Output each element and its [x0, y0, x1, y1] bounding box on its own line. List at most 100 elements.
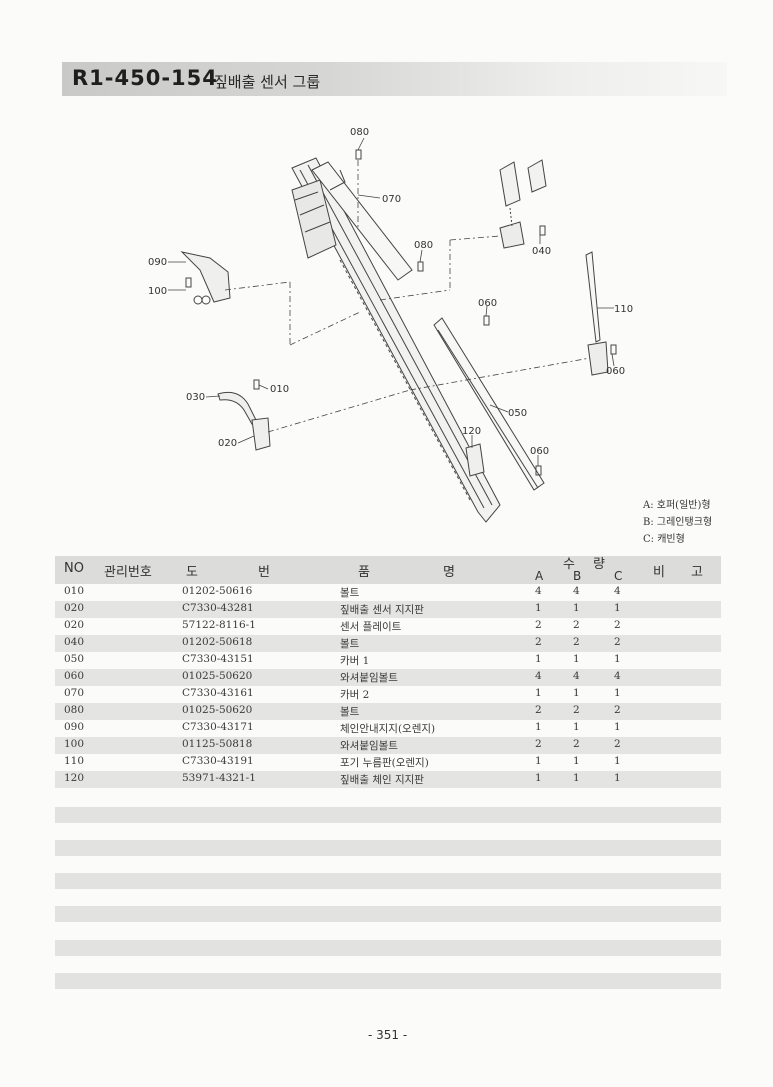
header-remarks: 비	[653, 565, 665, 580]
cell-no: 110	[64, 755, 85, 767]
cell-name: 와셔붙임볼트	[340, 672, 398, 684]
cell-b: 1	[573, 687, 580, 699]
callout-label: 070	[382, 194, 401, 205]
header-item-name: 명	[443, 565, 455, 580]
cell-part: 53971-4321-1	[182, 772, 256, 784]
cell-b: 4	[573, 670, 580, 682]
cell-name: 와셔붙임볼트	[340, 740, 398, 752]
cell-name: 짚배출 체인 지지판	[340, 774, 424, 786]
legend-item: C: 캐빈형	[643, 534, 685, 545]
cell-c: 2	[614, 636, 621, 648]
blank-row-band	[55, 973, 721, 989]
blank-row-band	[55, 807, 721, 823]
callout-label: 020	[218, 438, 237, 449]
cell-part: 01025-50620	[182, 704, 253, 716]
callout-label: 010	[270, 384, 289, 395]
cell-part: C7330-43281	[182, 602, 254, 614]
cell-a: 4	[535, 670, 542, 682]
header-drawing: 번	[258, 565, 270, 580]
cell-no: 040	[64, 636, 85, 648]
callout-label: 060	[530, 446, 549, 457]
cell-name: 짚배출 센서 지지판	[340, 604, 424, 616]
cell-no: 060	[64, 670, 85, 682]
cell-a: 1	[535, 721, 542, 733]
cell-c: 2	[614, 704, 621, 716]
header-quantity: 량	[593, 557, 605, 572]
cell-b: 2	[573, 636, 580, 648]
cell-part: 01202-50616	[182, 585, 253, 597]
group-name: 짚배출 센서 그룹	[214, 73, 321, 91]
table-header: NO 관리번호 도 번 품 명 수 량 A B C 비 고	[55, 556, 721, 584]
cell-c: 4	[614, 670, 621, 682]
cell-no: 100	[64, 738, 85, 750]
cell-c: 1	[614, 755, 621, 767]
cell-c: 2	[614, 738, 621, 750]
cell-b: 2	[573, 704, 580, 716]
cell-b: 1	[573, 721, 580, 733]
cell-a: 2	[535, 704, 542, 716]
cell-name: 볼트	[340, 587, 360, 599]
cell-b: 1	[573, 602, 580, 614]
callout-label: 110	[614, 304, 633, 315]
callout-labels: 080 070 080 040 090 100 060 110 060 010 …	[148, 127, 633, 457]
header-drawing: 도	[186, 565, 198, 580]
guide-030	[217, 391, 257, 425]
legend-item: A: 호퍼(일반)형	[643, 500, 711, 511]
callout-label: 030	[186, 392, 205, 403]
plate-120	[465, 443, 485, 477]
callout-label: 060	[606, 366, 625, 377]
cell-a: 1	[535, 687, 542, 699]
cell-no: 010	[64, 585, 85, 597]
page-number: - 351 -	[368, 1028, 408, 1042]
blank-row-band	[55, 906, 721, 922]
table-row: 100 01125-50818 와셔붙임볼트 2 2 2	[55, 737, 721, 754]
cell-no: 070	[64, 687, 85, 699]
cell-name: 볼트	[340, 706, 360, 718]
cell-c: 1	[614, 653, 621, 665]
cell-part: C7330-43171	[182, 721, 254, 733]
cell-c: 1	[614, 687, 621, 699]
exploded-parts-diagram: 080 070 080 040 090 100 060 110 060 010 …	[148, 127, 633, 523]
cell-part: 01125-50818	[182, 738, 253, 750]
cell-b: 2	[573, 738, 580, 750]
blank-row-band	[55, 873, 721, 889]
header-remarks: 고	[691, 565, 703, 580]
header-no: NO	[64, 561, 84, 576]
table-row: 080 01025-50620 볼트 2 2 2	[55, 703, 721, 720]
callout-label: 120	[462, 426, 481, 437]
cell-name: 카버 2	[340, 689, 370, 701]
cell-c: 2	[614, 619, 621, 631]
cell-c: 1	[614, 721, 621, 733]
cell-name: 센서 플레이트	[340, 621, 402, 633]
cell-name: 볼트	[340, 638, 360, 650]
header-item-name: 품	[358, 565, 370, 580]
cell-a: 1	[535, 653, 542, 665]
cell-part: C7330-43191	[182, 755, 254, 767]
cell-part: C7330-43151	[182, 653, 254, 665]
cell-a: 1	[535, 772, 542, 784]
cell-part: 57122-8116-1	[182, 619, 256, 631]
blank-row-band	[55, 940, 721, 956]
header-qty-b: B	[573, 569, 582, 583]
cell-no: 080	[64, 704, 85, 716]
cell-c: 1	[614, 772, 621, 784]
cell-no: 020	[64, 619, 85, 631]
group-code: R1-450-154	[72, 66, 218, 90]
cell-no: 120	[64, 772, 85, 784]
cover-1	[433, 317, 545, 491]
cell-part: C7330-43161	[182, 687, 254, 699]
cell-part: 01202-50618	[182, 636, 253, 648]
cell-b: 2	[573, 619, 580, 631]
cell-a: 2	[535, 636, 542, 648]
cell-part: 01025-50620	[182, 670, 253, 682]
cell-a: 1	[535, 602, 542, 614]
cell-a: 2	[535, 738, 542, 750]
plate-110	[585, 251, 601, 343]
table-row: 040 01202-50618 볼트 2 2 2	[55, 635, 721, 652]
